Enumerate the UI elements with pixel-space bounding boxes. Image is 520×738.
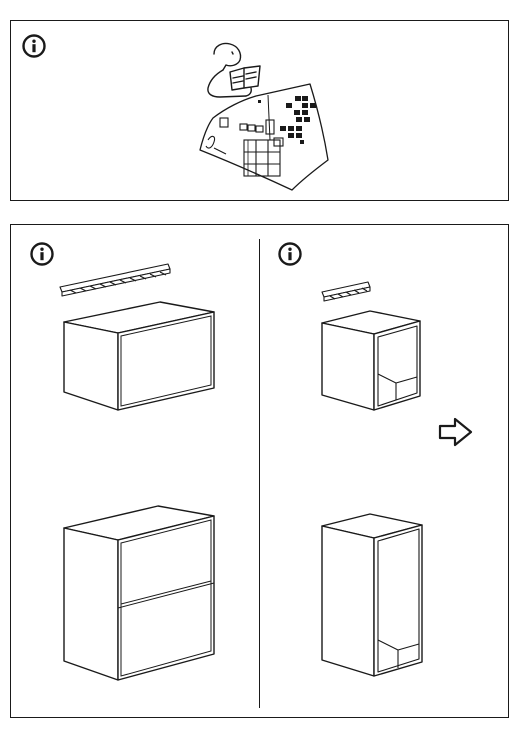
instructions-panel bbox=[10, 20, 509, 201]
panel-divider bbox=[259, 239, 261, 708]
info-icon bbox=[22, 34, 46, 58]
info-icon bbox=[30, 242, 54, 266]
arrow-right-icon bbox=[438, 417, 473, 447]
info-icon bbox=[278, 242, 302, 266]
